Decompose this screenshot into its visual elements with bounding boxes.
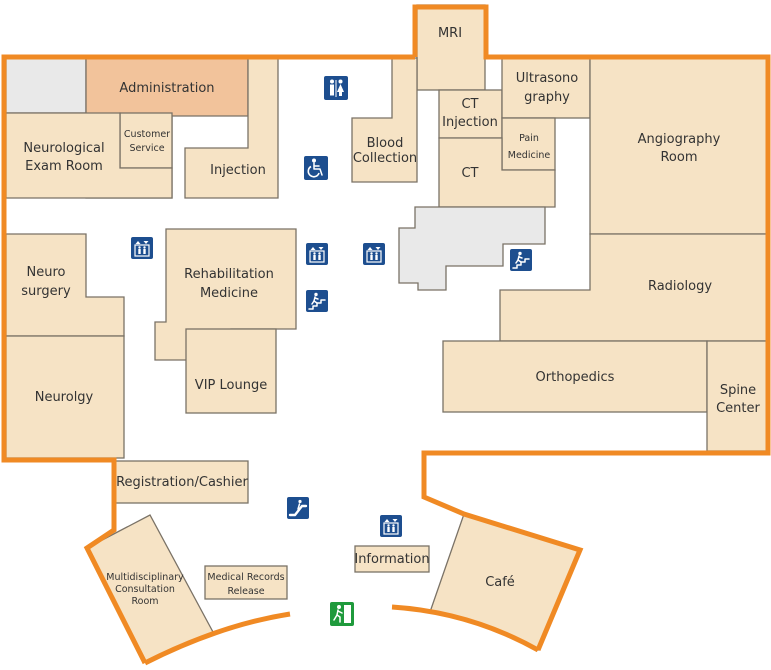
label-pain-medicine-1: Pain <box>519 133 539 144</box>
room-spine-center[interactable] <box>706 340 769 452</box>
room-angiography-room[interactable] <box>589 57 769 235</box>
label-customer-service-2: Service <box>129 143 164 154</box>
label-pain-medicine-2: Medicine <box>508 150 551 161</box>
label-customer-service-1: Customer <box>124 129 170 140</box>
room-mri[interactable] <box>416 4 486 91</box>
label-spine-center-1: Spine <box>720 383 756 398</box>
room-storage-gray <box>398 206 546 291</box>
label-blood-collection-1: Blood <box>367 136 404 151</box>
label-orthopedics: Orthopedics <box>536 370 615 385</box>
room-radiology[interactable] <box>499 233 769 342</box>
label-neuro-surgery-2: surgery <box>21 284 71 299</box>
rooms-layer <box>5 4 769 663</box>
elevator-icon[interactable] <box>379 514 403 538</box>
wheelchair-icon[interactable] <box>304 156 328 180</box>
label-multidisciplinary-2: Consultation <box>115 584 175 595</box>
room-unassigned <box>5 57 87 114</box>
label-neurological-2: Exam Room <box>25 159 103 174</box>
label-information: Information <box>354 552 429 567</box>
room-pain-medicine[interactable] <box>501 117 556 171</box>
room-neurology[interactable] <box>5 335 125 459</box>
label-spine-center-2: Center <box>716 401 760 416</box>
label-cafe: Café <box>485 575 515 590</box>
label-neurology: Neurolgy <box>35 390 94 405</box>
room-registration-cashier[interactable] <box>114 460 249 504</box>
label-ct-injection-1: CT <box>461 97 478 112</box>
label-ultrasonography-2: graphy <box>524 90 570 105</box>
label-administration: Administration <box>119 81 214 96</box>
label-injection: Injection <box>210 163 266 178</box>
room-information[interactable] <box>354 545 430 573</box>
label-neuro-surgery-1: Neuro <box>27 265 66 280</box>
room-labels: MRI Administration Customer Service Neur… <box>21 26 760 607</box>
label-mri: MRI <box>438 26 462 41</box>
room-medical-records-release[interactable] <box>204 565 288 600</box>
label-medical-records-2: Release <box>227 586 264 597</box>
exterior-walls <box>1 4 771 666</box>
label-angiography-1: Angiography <box>638 132 721 147</box>
label-multidisciplinary-1: Multidisciplinary <box>106 572 184 583</box>
label-registration-cashier: Registration/Cashier <box>116 475 248 490</box>
stairs-icon[interactable] <box>305 289 329 313</box>
room-orthopedics[interactable] <box>442 340 708 413</box>
restroom-icon[interactable] <box>324 76 348 100</box>
label-radiology: Radiology <box>648 279 712 294</box>
icons-layer <box>130 76 533 626</box>
label-multidisciplinary-3: Room <box>131 596 158 607</box>
escalator-icon[interactable] <box>285 495 311 521</box>
label-rehabilitation-2: Medicine <box>200 286 258 301</box>
elevator-icon[interactable] <box>305 242 329 266</box>
room-vip-lounge[interactable] <box>185 328 277 414</box>
elevator-icon[interactable] <box>130 236 154 260</box>
label-blood-collection-2: Collection <box>353 151 417 166</box>
room-ultrasonography[interactable] <box>501 57 591 119</box>
label-rehabilitation-1: Rehabilitation <box>184 267 274 282</box>
label-neurological-1: Neurological <box>23 141 104 156</box>
label-angiography-2: Room <box>660 150 697 165</box>
room-customer-service[interactable] <box>119 112 173 169</box>
label-ct: CT <box>461 166 478 181</box>
label-medical-records-1: Medical Records <box>207 572 284 583</box>
stairs-icon[interactable] <box>509 248 533 272</box>
room-blood-collection[interactable] <box>351 57 418 183</box>
label-ultrasonography-1: Ultrasono <box>516 71 579 86</box>
elevator-icon[interactable] <box>362 242 386 266</box>
label-ct-injection-2: Injection <box>442 115 498 130</box>
emergency-exit-icon[interactable] <box>330 602 354 626</box>
label-vip-lounge: VIP Lounge <box>195 378 267 393</box>
